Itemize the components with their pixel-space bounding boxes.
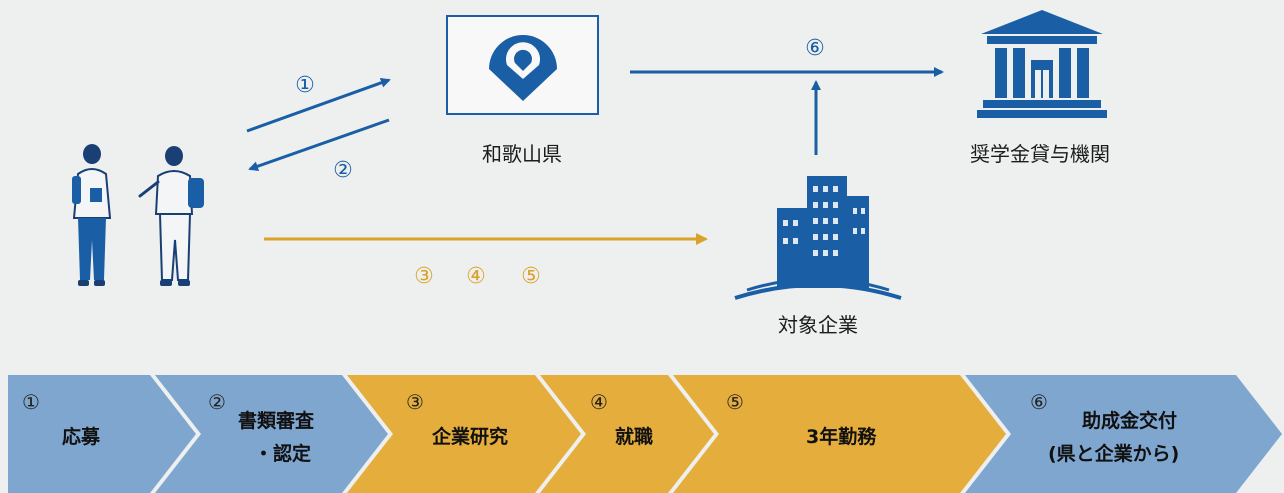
step-num-3: ③	[406, 390, 424, 414]
students-icon	[72, 144, 204, 286]
step-num-6: ⑥	[1030, 390, 1048, 414]
step-label-2a: 書類審査	[238, 410, 315, 432]
step-shape-5	[673, 375, 1006, 493]
arrow-label-step4: ④	[466, 264, 486, 289]
step-num-1: ①	[22, 390, 40, 414]
wakayama-emblem-icon	[489, 34, 557, 101]
prefecture-box	[446, 15, 599, 115]
step-shape-1	[8, 375, 196, 493]
arrow-label-apply: ①	[295, 73, 315, 98]
step-num-2: ②	[208, 390, 226, 414]
prefecture-label: 和歌山県	[482, 142, 562, 166]
arrow-label-review: ②	[333, 158, 353, 183]
step-shape-4	[540, 375, 714, 493]
bank-building-icon	[977, 10, 1107, 118]
step-label-3: 企業研究	[432, 426, 509, 448]
process-flow	[8, 375, 1282, 493]
company-label: 対象企業	[778, 313, 858, 337]
step-shape-3	[347, 375, 581, 493]
step-shape-6	[965, 375, 1282, 493]
step-label-4: 就職	[615, 426, 654, 448]
institution-label: 奨学金貸与機関	[970, 142, 1110, 166]
step-label-6a: 助成金交付	[1082, 410, 1178, 432]
step-label-6b: (県と企業から)	[1048, 443, 1180, 465]
step-label-5: 3年勤務	[806, 426, 877, 448]
arrow-label-step5: ⑤	[521, 264, 541, 289]
arrow-review	[248, 118, 390, 172]
step-label-2b: ・認定	[254, 443, 312, 465]
step-shape-2	[155, 375, 388, 493]
step-label-1: 応募	[62, 426, 101, 448]
office-building-icon	[734, 176, 902, 300]
arrow-label-step3: ③	[414, 264, 434, 289]
step-num-5: ⑤	[726, 390, 744, 414]
step-num-4: ④	[590, 390, 608, 414]
arrow-label-grant: ⑥	[805, 36, 825, 61]
arrow-apply	[246, 77, 391, 133]
